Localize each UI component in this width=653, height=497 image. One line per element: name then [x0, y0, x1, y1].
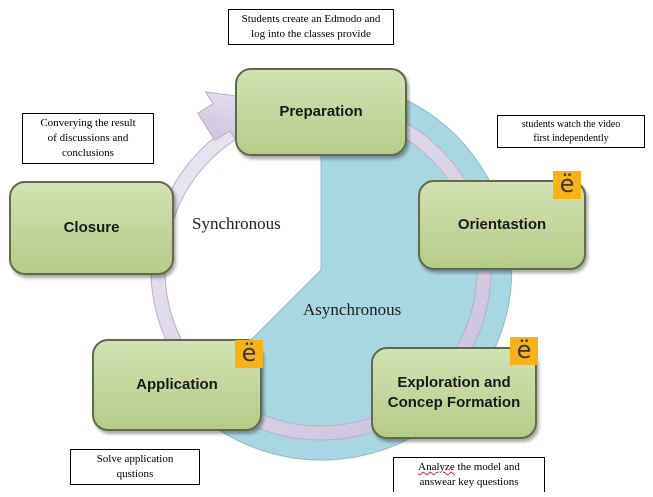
note-orientation-line1: students watch the video [521, 119, 621, 130]
asynchronous-label: Asynchronous [303, 300, 402, 319]
synchronous-label: Synchronous [192, 214, 281, 233]
note-application-line1: Solve application [96, 453, 174, 465]
stage-closure-label: Closure [63, 218, 120, 236]
note-closure-line1: Converying the result [40, 117, 136, 129]
stage-preparation-label: Preparation [279, 102, 363, 120]
stage-exploration-label-line2: Concep Formation [387, 394, 521, 411]
note-preparation: Students create an Edmodo and log into t… [228, 9, 394, 45]
note-exploration-line2: answear key questions [419, 475, 519, 488]
stage-exploration: Exploration and Concep Formation [371, 347, 537, 439]
edmodo-logo-icon: ë [510, 337, 538, 365]
stage-preparation: Preparation [235, 68, 407, 156]
stage-application: Application [92, 339, 262, 431]
note-exploration: Analyze the model and answear key questi… [393, 457, 545, 492]
edmodo-logo-icon: ë [553, 171, 581, 199]
note-exploration-line1: Analyze the model and [397, 460, 541, 475]
stage-orientation: Orientastion [418, 180, 586, 270]
note-closure-line3: conclusions [62, 146, 114, 159]
stage-application-label: Application [136, 375, 218, 393]
note-preparation-line2: log into the classes provide [251, 27, 371, 40]
note-orientation-line2: first independently [533, 132, 609, 144]
stage-orientation-label: Orientastion [457, 215, 547, 233]
note-preparation-line1: Students create an Edmodo and [241, 13, 381, 25]
note-orientation: students watch the video first independe… [497, 115, 645, 148]
edmodo-logo-icon: ë [235, 340, 263, 368]
stage-exploration-label-line1: Exploration and [397, 373, 511, 391]
note-closure: Converying the result of discussions and… [22, 113, 154, 164]
note-closure-line2: of discussions and [47, 131, 129, 144]
stage-closure: Closure [9, 181, 174, 275]
note-exploration-word-analyze: Analyze [418, 461, 455, 473]
note-exploration-line1-rest: the model and [454, 461, 520, 473]
note-application-line2: qustions [116, 467, 154, 480]
note-application: Solve application qustions [70, 449, 200, 485]
